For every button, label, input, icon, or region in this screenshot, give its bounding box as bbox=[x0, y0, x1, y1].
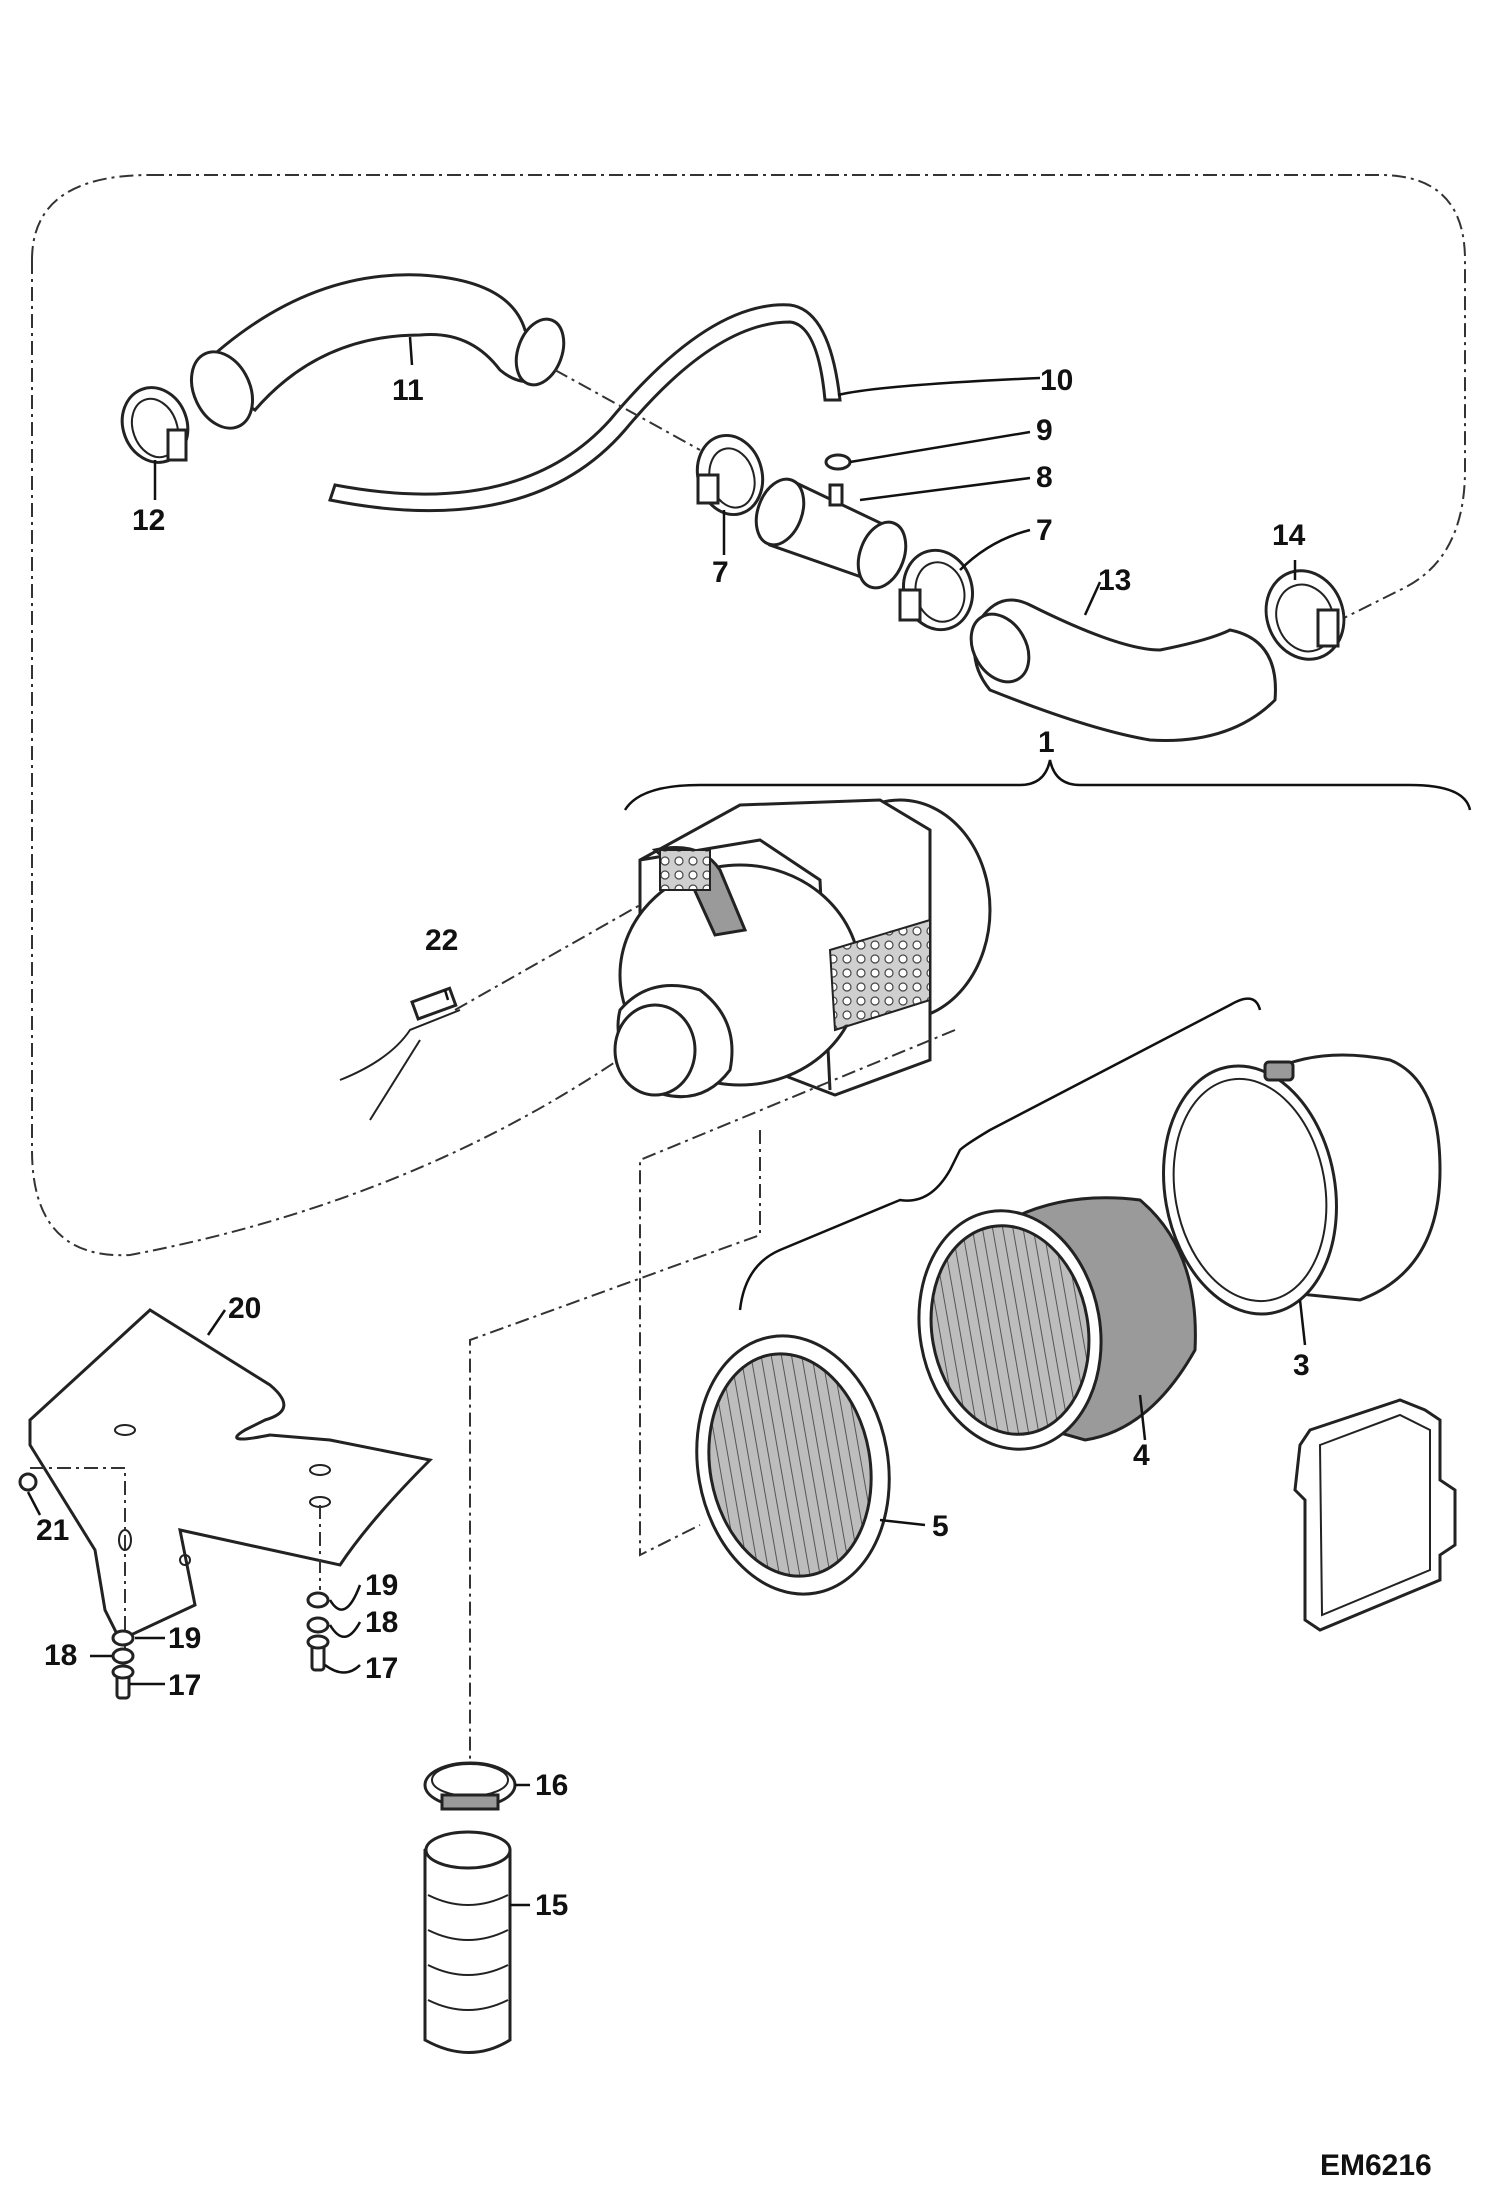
washer-19-right bbox=[306, 1591, 330, 1609]
primary-filter-4 bbox=[917, 1196, 1197, 1451]
callout-17-right: 17 bbox=[365, 1652, 398, 1685]
assembly-brace-1 bbox=[623, 759, 1472, 811]
callout-3: 3 bbox=[1293, 1349, 1310, 1382]
callout-20: 20 bbox=[228, 1292, 261, 1325]
callout-21: 21 bbox=[36, 1514, 69, 1547]
callout-18-left: 18 bbox=[44, 1639, 77, 1672]
vacuator-hose-15 bbox=[423, 1830, 512, 2054]
callout-17-left: 17 bbox=[168, 1669, 201, 1702]
washer-18-left bbox=[111, 1647, 135, 1665]
hose-clamp-7-left bbox=[695, 433, 765, 517]
mounting-bracket bbox=[28, 1308, 434, 1642]
upper-intake-hose bbox=[190, 273, 566, 430]
callout-11: 11 bbox=[392, 374, 424, 407]
figure-code: EM6216 bbox=[1320, 2149, 1432, 2182]
callout-10: 10 bbox=[1040, 364, 1073, 397]
hose-clamp-16 bbox=[423, 1761, 517, 1811]
safety-filter-5 bbox=[695, 1334, 891, 1596]
callout-5: 5 bbox=[932, 1510, 949, 1543]
callout-19-left: 19 bbox=[168, 1622, 201, 1655]
breather-tube bbox=[328, 303, 842, 513]
callout-13: 13 bbox=[1098, 564, 1131, 597]
callout-19-right: 19 bbox=[365, 1569, 398, 1602]
restriction-indicator bbox=[339, 986, 461, 1121]
element-brace bbox=[738, 997, 1262, 1311]
nut-21 bbox=[18, 1472, 38, 1492]
precleaner-panel bbox=[1293, 1398, 1457, 1632]
callout-4: 4 bbox=[1133, 1439, 1150, 1472]
callout-18-right: 18 bbox=[365, 1606, 398, 1639]
hose-clamp-14 bbox=[1264, 569, 1346, 661]
lower-intake-hose bbox=[969, 598, 1277, 742]
callout-7-right: 7 bbox=[1036, 514, 1053, 547]
callout-16: 16 bbox=[535, 1769, 568, 1802]
bolt-17-right bbox=[306, 1634, 330, 1672]
dust-cover-3 bbox=[1162, 1053, 1442, 1316]
callout-9: 9 bbox=[1036, 414, 1053, 447]
assembly-boundary bbox=[31, 174, 1466, 1257]
washer-18-right bbox=[306, 1616, 330, 1634]
callout-15: 15 bbox=[535, 1889, 568, 1922]
hose-clamp-12 bbox=[120, 386, 190, 464]
leader-lines bbox=[26, 336, 1307, 1907]
callout-8: 8 bbox=[1036, 461, 1053, 494]
bolt-17-left bbox=[111, 1664, 135, 1700]
callout-12: 12 bbox=[132, 504, 165, 537]
callout-14: 14 bbox=[1272, 519, 1306, 552]
washer-19-left bbox=[111, 1629, 135, 1647]
hose-clamp-7-right bbox=[898, 548, 974, 632]
callout-22: 22 bbox=[425, 924, 458, 957]
callout-1: 1 bbox=[1038, 726, 1055, 759]
callout-7-left: 7 bbox=[712, 556, 729, 589]
adapter-tube-8 bbox=[754, 477, 908, 590]
air-cleaner-housing bbox=[613, 798, 992, 1099]
washer-9 bbox=[824, 453, 852, 471]
